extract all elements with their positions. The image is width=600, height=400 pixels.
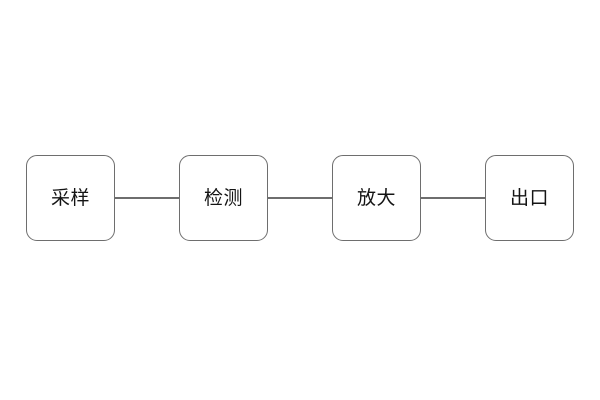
connector-amplification-to-output — [421, 197, 485, 199]
flow-node-sampling[interactable]: 采样 — [26, 155, 115, 241]
connector-detection-to-amplification — [268, 197, 332, 199]
flow-node-label: 放大 — [356, 186, 396, 209]
flow-node-label: 检测 — [203, 186, 243, 209]
connector-sampling-to-detection — [115, 197, 179, 199]
flow-node-output[interactable]: 出口 — [485, 155, 574, 241]
flow-node-amplification[interactable]: 放大 — [332, 155, 421, 241]
flow-node-detection[interactable]: 检测 — [179, 155, 268, 241]
flow-node-label: 出口 — [509, 186, 549, 209]
flow-node-label: 采样 — [50, 186, 90, 209]
flow-chain: 采样 检测 放大 出口 — [0, 155, 600, 241]
